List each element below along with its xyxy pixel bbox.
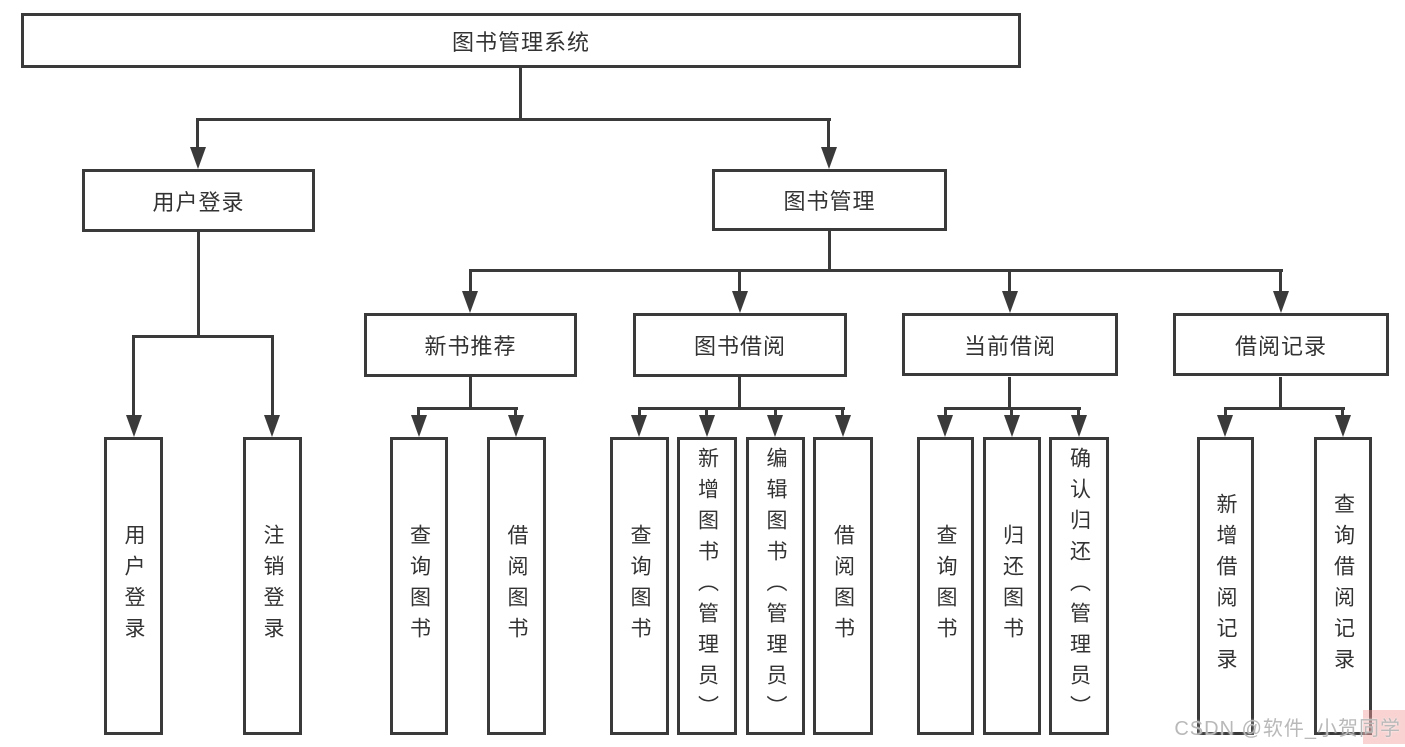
leaf-user-login-label: 用户登录	[122, 524, 146, 648]
connector-drop-b1	[638, 409, 641, 418]
arrowhead-b2	[699, 415, 715, 437]
leaf-borrow-book: 借阅图书	[813, 437, 873, 735]
connector-rail-newbook	[417, 407, 518, 410]
leaf-record-query: 查询借阅记录	[1314, 437, 1372, 735]
connector-records-stub	[1279, 377, 1282, 410]
arrowhead-borrow	[732, 291, 748, 313]
arrowhead-records	[1273, 291, 1289, 313]
connector-drop-a2	[514, 409, 517, 418]
connector-rail-borrow	[638, 407, 845, 410]
node-book-management-label: 图书管理	[783, 189, 876, 214]
connector-current-stub	[1008, 377, 1011, 410]
arrowhead-b3	[767, 415, 783, 437]
leaf-borrow-book-label: 借阅图书	[831, 524, 855, 648]
connector-drop-a1	[417, 409, 420, 418]
leaf-borrow-add-admin-label: 新增图书（管理员）	[695, 446, 719, 726]
arrowhead-c3	[1071, 415, 1087, 437]
arrowhead-b4	[835, 415, 851, 437]
leaf-newbook-borrow-label: 借阅图书	[505, 524, 529, 648]
connector-newbook-stub	[469, 377, 472, 410]
leaf-record-query-label: 查询借阅记录	[1331, 493, 1355, 679]
leaf-record-add-label: 新增借阅记录	[1214, 493, 1238, 679]
leaf-borrow-edit-admin-label: 编辑图书（管理员）	[764, 446, 788, 726]
arrowhead-c1	[937, 415, 953, 437]
node-user-login-group: 用户登录	[82, 169, 315, 232]
connector-rail-current	[944, 407, 1081, 410]
node-new-book-recommend-label: 新书推荐	[424, 334, 517, 359]
node-root-label: 图书管理系统	[451, 29, 590, 55]
watermark-text: CSDN @软件_小贺同学	[1174, 718, 1401, 740]
leaf-logout-label: 注销登录	[261, 524, 285, 648]
leaf-newbook-borrow: 借阅图书	[487, 437, 546, 735]
leaf-current-query-label: 查询图书	[934, 524, 958, 648]
leaf-newbook-query: 查询图书	[390, 437, 448, 735]
connector-userlogin-stub	[197, 232, 200, 338]
leaf-current-confirm-admin-label: 确认归还（管理员）	[1067, 446, 1091, 726]
arrowhead-bookmgmt	[821, 147, 837, 169]
connector-drop-records	[1279, 271, 1282, 293]
watermark-accent	[1363, 710, 1405, 744]
arrowhead-d2	[1335, 415, 1351, 437]
leaf-current-confirm-admin: 确认归还（管理员）	[1049, 437, 1109, 735]
connector-rail-userlogin	[132, 335, 274, 338]
connector-drop-newbook	[469, 271, 472, 293]
arrowhead-login	[126, 415, 142, 437]
leaf-user-login: 用户登录	[104, 437, 163, 735]
arrowhead-d1	[1217, 415, 1233, 437]
connector-bookmgmt-stub	[828, 231, 831, 272]
arrowhead-current	[1002, 291, 1018, 313]
connector-root-stub	[519, 68, 522, 121]
connector-drop-c1	[944, 409, 947, 418]
connector-drop-b2	[705, 409, 708, 418]
node-borrow-records: 借阅记录	[1173, 313, 1389, 376]
arrowhead-newbook	[462, 291, 478, 313]
arrowhead-userlogin	[190, 147, 206, 169]
node-new-book-recommend: 新书推荐	[364, 313, 577, 377]
node-borrow-records-label: 借阅记录	[1234, 333, 1327, 359]
node-current-borrow: 当前借阅	[902, 313, 1118, 376]
connector-drop-c2	[1010, 409, 1013, 418]
connector-drop-current	[1008, 271, 1011, 293]
connector-rail-records	[1224, 407, 1345, 410]
leaf-borrow-query-label: 查询图书	[628, 524, 652, 648]
node-current-borrow-label: 当前借阅	[963, 333, 1056, 359]
connector-drop-bookmgmt	[827, 120, 830, 149]
arrowhead-logout	[264, 415, 280, 437]
connector-drop-d2	[1341, 409, 1344, 418]
connector-drop-b4	[841, 409, 844, 418]
leaf-current-query: 查询图书	[917, 437, 974, 735]
leaf-logout: 注销登录	[243, 437, 302, 735]
connector-rail-bookmgmt	[469, 269, 1283, 272]
arrowhead-b1	[631, 415, 647, 437]
connector-drop-b3	[774, 409, 777, 418]
connector-borrow-stub	[738, 377, 741, 410]
arrowhead-a1	[411, 415, 427, 437]
leaf-current-return: 归还图书	[983, 437, 1041, 735]
connector-drop-borrow	[738, 271, 741, 293]
node-user-login-group-label: 用户登录	[152, 189, 245, 215]
node-root: 图书管理系统	[21, 13, 1021, 68]
leaf-current-return-label: 归还图书	[1000, 524, 1024, 648]
connector-drop-d1	[1224, 409, 1227, 418]
leaf-borrow-query: 查询图书	[610, 437, 669, 735]
leaf-newbook-query-label: 查询图书	[407, 524, 431, 648]
connector-rail-level1	[196, 118, 831, 121]
leaf-record-add: 新增借阅记录	[1197, 437, 1254, 735]
node-book-borrow: 图书借阅	[633, 313, 847, 377]
arrowhead-c2	[1004, 415, 1020, 437]
connector-drop-logout	[271, 337, 274, 417]
leaf-borrow-add-admin: 新增图书（管理员）	[677, 437, 737, 735]
node-book-management: 图书管理	[712, 169, 947, 231]
leaf-borrow-edit-admin: 编辑图书（管理员）	[746, 437, 805, 735]
connector-drop-login	[132, 337, 135, 417]
connector-drop-c3	[1077, 409, 1080, 418]
node-book-borrow-label: 图书借阅	[693, 334, 786, 359]
arrowhead-a2	[508, 415, 524, 437]
connector-drop-userlogin	[196, 120, 199, 149]
